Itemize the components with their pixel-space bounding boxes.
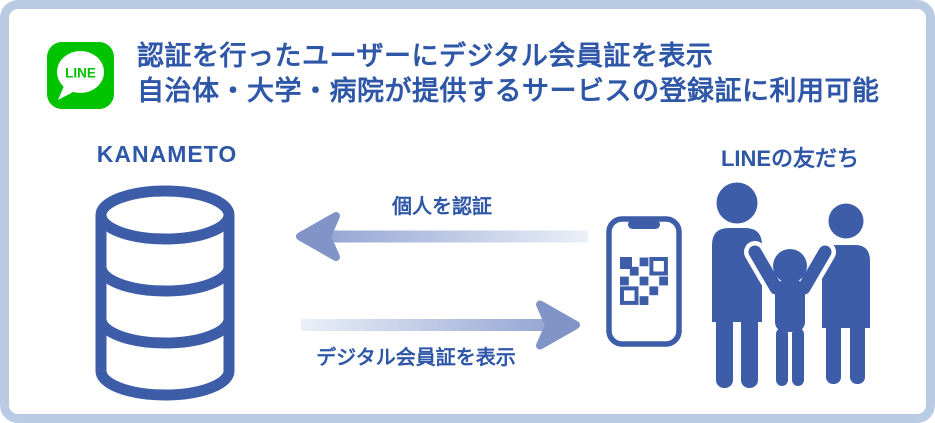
- line-friends-label: LINEの友だち: [720, 146, 860, 171]
- title-line-2: 自治体・大学・病院が提供するサービスの登録証に利用可能: [137, 76, 880, 106]
- title-line-1: 認証を行ったユーザーにデジタル会員証を表示: [137, 41, 714, 71]
- kanameto-label: KANAMETO: [96, 141, 238, 167]
- smartphone-qr-icon: [606, 216, 682, 347]
- family-icon: [702, 182, 878, 394]
- arrow-left-icon: [292, 209, 592, 264]
- line-logo-icon: LINE: [47, 42, 114, 109]
- flow-label-show-membership: デジタル会員証を表示: [316, 347, 516, 369]
- flow-label-authenticate: 個人を認証: [392, 196, 492, 218]
- qr-code-icon: [620, 257, 668, 305]
- line-logo-text: LINE: [65, 66, 96, 81]
- arrow-right-icon: [299, 297, 584, 353]
- database-icon: [94, 185, 236, 403]
- diagram-title: 認証を行ったユーザーにデジタル会員証を表示 自治体・大学・病院が提供するサービス…: [137, 39, 926, 109]
